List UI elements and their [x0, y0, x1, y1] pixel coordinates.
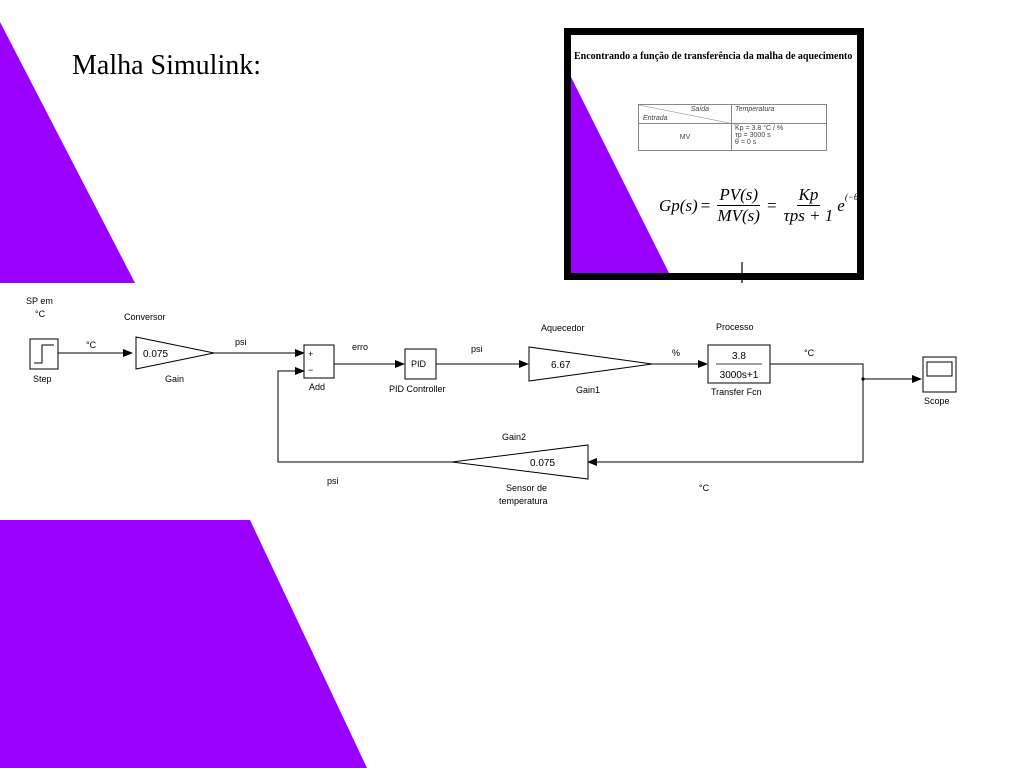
formula-lhs: Gp(s): [659, 195, 698, 215]
signal-step-out: °C: [86, 340, 97, 350]
add-minus: −: [308, 365, 313, 375]
transfer-function-inset: Encontrando a função de transferência da…: [564, 28, 864, 280]
gain1-block[interactable]: Aquecedor 6.67 Gain1: [528, 323, 653, 395]
signal-tf-out: °C: [804, 348, 815, 358]
purple-triangle-bottom-left: [0, 520, 367, 768]
step-block[interactable]: SP em °C Step: [26, 296, 59, 384]
param-theta: θ = 0 s: [735, 139, 757, 146]
simulink-diagram: SP em °C Step °C Conversor 0.075 Gain ps…: [6, 283, 1024, 520]
add-name: Add: [309, 382, 325, 392]
tf-name: Transfer Fcn: [711, 387, 762, 397]
signal-feedback-tf: °C: [699, 483, 710, 493]
inset-heading: Encontrando a função de transferência da…: [574, 51, 853, 62]
gain2-name-line1: Sensor de: [506, 483, 547, 493]
header-input: Entrada: [643, 115, 668, 122]
parameter-cell: Kp = 3.8 °C / % τp = 3000 s θ = 0 s: [731, 123, 827, 151]
gain2-name-line2: temperatura: [499, 496, 548, 506]
fraction-kp-tau: Kp τps + 1: [783, 185, 834, 225]
gain-name: Gain: [165, 374, 184, 384]
add-plus: +: [308, 349, 313, 359]
signal-add-out: erro: [352, 342, 368, 352]
column-header: Temperatura: [731, 104, 827, 124]
wire-tf-branch: [770, 363, 864, 379]
wire-feedback-add: [277, 367, 452, 463]
header-output: Saída: [690, 106, 709, 113]
parameters-table: Saída Entrada Temperatura MV Kp = 3.8 °C…: [638, 104, 827, 151]
gain-value: 0.075: [143, 349, 168, 360]
scope-name: Scope: [924, 396, 950, 406]
signal-feedback-psi: psi: [327, 476, 339, 486]
add-block[interactable]: + − Add: [303, 344, 335, 392]
transfer-function-formula: Gp(s) = PV(s) MV(s) = Kp τps + 1 e (−θs): [659, 185, 857, 226]
gain1-name: Gain1: [576, 385, 600, 395]
signal-gain1-out: %: [672, 348, 680, 358]
diagram-canvas: SP em °C Step °C Conversor 0.075 Gain ps…: [26, 296, 957, 506]
fraction-pv-mv: PV(s) MV(s): [717, 185, 761, 225]
gain-block[interactable]: Conversor 0.075 Gain: [124, 312, 215, 384]
param-kp: Kp = 3.8 °C / %: [735, 125, 784, 132]
tf-numerator: 3.8: [732, 351, 746, 362]
slide-title: Malha Simulink:: [72, 50, 261, 81]
step-icon: [34, 344, 54, 364]
exp-base: e: [837, 195, 845, 215]
gain2-above-label: Gain2: [502, 432, 526, 442]
signal-pid-out: psi: [471, 344, 483, 354]
tf-above-label: Processo: [716, 322, 754, 332]
row-label: MV: [638, 123, 732, 151]
step-label-line2: °C: [35, 309, 46, 319]
tf-denominator: 3000s+1: [720, 370, 759, 381]
inset-purple-shape: [571, 77, 669, 273]
pid-name: PID Controller: [389, 384, 446, 394]
signal-gain-out: psi: [235, 337, 247, 347]
gain2-block[interactable]: Gain2 0.075 Sensor de temperatura: [451, 432, 589, 506]
scope-block[interactable]: Scope: [922, 356, 957, 406]
param-tau: τp = 3000 s: [735, 132, 771, 139]
step-name: Step: [33, 374, 52, 384]
scope-icon: [926, 361, 953, 377]
wire-feedback-tf: [587, 379, 864, 466]
exp-power: (−θs): [844, 191, 857, 202]
table-diagonal-header: Saída Entrada: [638, 104, 739, 125]
pid-label: PID: [411, 359, 427, 369]
transfer-fcn-block[interactable]: Processo 3.8 3000s+1 Transfer Fcn: [707, 322, 771, 397]
pid-block[interactable]: PID PID Controller: [389, 348, 446, 394]
gain1-value: 6.67: [551, 360, 571, 371]
gain2-value: 0.075: [530, 458, 555, 469]
inset-content: Encontrando a função de transferência da…: [571, 35, 857, 273]
purple-triangle-top-left: [0, 22, 135, 283]
gain-above-label: Conversor: [124, 312, 166, 322]
gain1-above-label: Aquecedor: [541, 323, 585, 333]
step-label-line1: SP em: [26, 296, 53, 306]
